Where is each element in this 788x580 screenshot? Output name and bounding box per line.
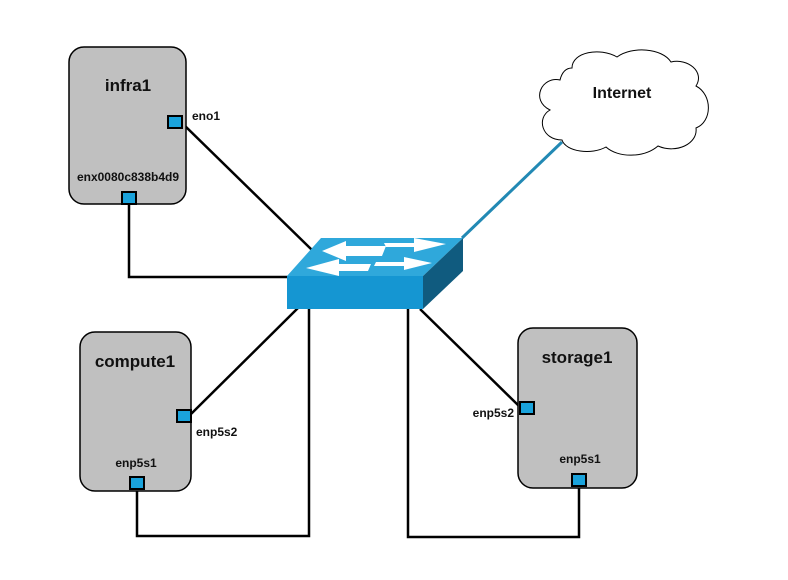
node-compute1: compute1 enp5s2 enp5s1 bbox=[79, 331, 238, 492]
port-label-eno1: eno1 bbox=[192, 109, 220, 123]
switch-side bbox=[423, 238, 463, 309]
port-label-enp5s1: enp5s1 bbox=[115, 456, 157, 470]
internet-cloud: Internet bbox=[539, 49, 709, 156]
node-name: compute1 bbox=[95, 352, 175, 371]
node-name: infra1 bbox=[105, 76, 151, 95]
port-enp5s2 bbox=[176, 409, 192, 423]
cloud-label: Internet bbox=[593, 85, 652, 102]
node-infra1: infra1 eno1 enx0080c838b4d9 bbox=[68, 46, 220, 205]
port-label-enp5s1: enp5s1 bbox=[559, 452, 601, 466]
port-enp5s2 bbox=[519, 401, 535, 415]
cloud-icon bbox=[539, 49, 709, 156]
port-enx bbox=[121, 191, 137, 205]
wire-infra1-enx bbox=[127, 205, 288, 279]
port-label-enp5s2: enp5s2 bbox=[196, 425, 238, 439]
network-switch bbox=[287, 238, 463, 309]
wire-storage1-enp5s2 bbox=[419, 308, 521, 408]
wire-compute1-enp5s2 bbox=[190, 305, 301, 415]
wire-compute1-enp5s1 bbox=[135, 309, 311, 538]
port-label-enx: enx0080c838b4d9 bbox=[77, 170, 179, 184]
node-box bbox=[517, 327, 638, 489]
port-enp5s1 bbox=[571, 473, 587, 487]
port-label-enp5s2: enp5s2 bbox=[473, 406, 515, 420]
node-storage1: storage1 enp5s2 enp5s1 bbox=[473, 327, 638, 489]
port-enp5s1 bbox=[129, 476, 145, 490]
switch-arrows-icon bbox=[306, 238, 446, 276]
wire-storage1-enp5s1 bbox=[406, 309, 581, 539]
node-name: storage1 bbox=[542, 348, 613, 367]
wires bbox=[127, 123, 581, 539]
wire-internet-uplink bbox=[460, 140, 564, 240]
wire-infra1-eno1 bbox=[182, 123, 313, 251]
switch-front bbox=[287, 276, 423, 309]
port-eno1 bbox=[167, 115, 183, 129]
